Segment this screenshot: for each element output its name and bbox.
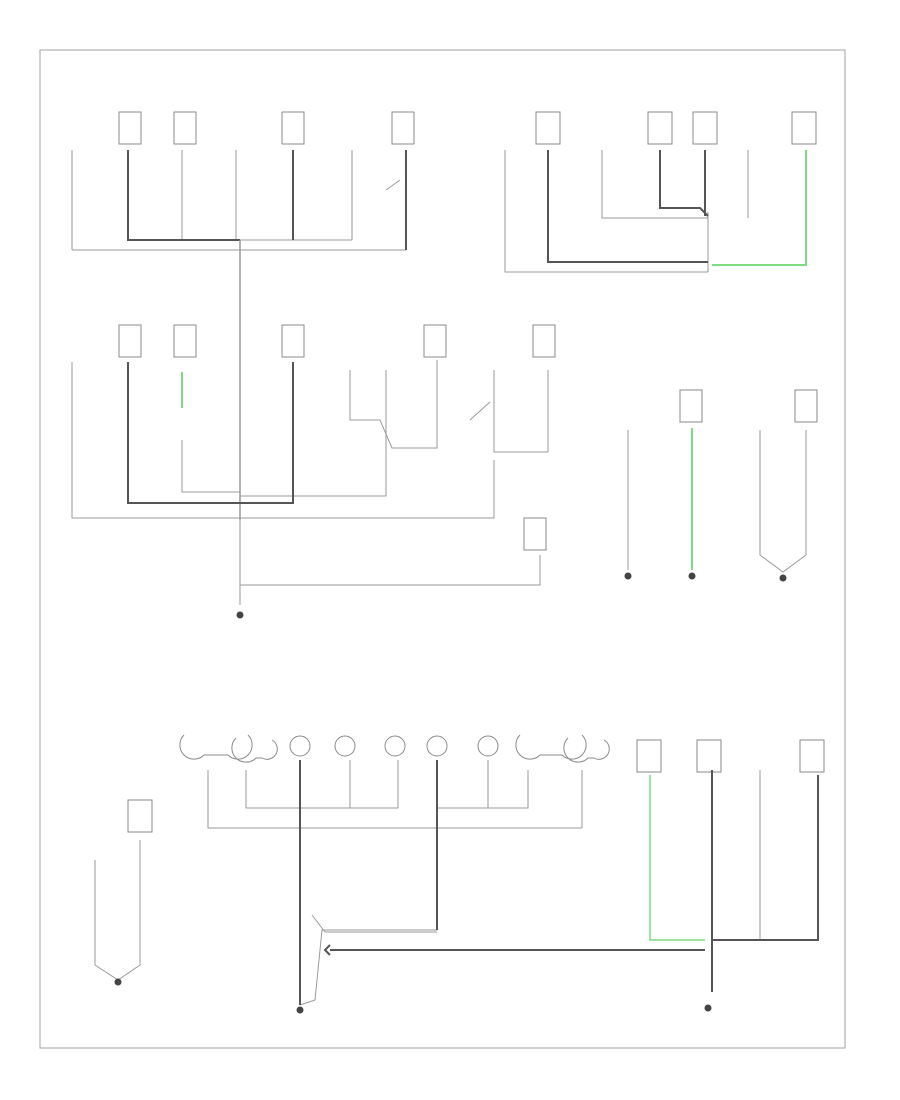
group-middle-right	[624, 389, 818, 582]
diagram-frame	[39, 49, 846, 1049]
group-middle-left	[71, 324, 556, 619]
group-top-left	[71, 111, 415, 520]
group-bottom	[94, 734, 825, 1014]
group-top-right	[504, 111, 817, 273]
